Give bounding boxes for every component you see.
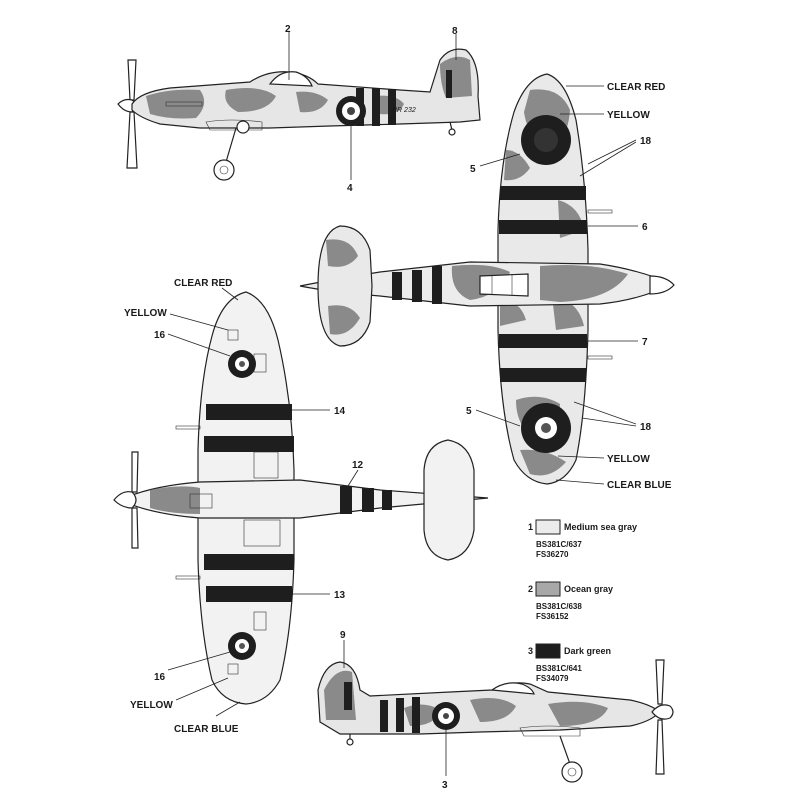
legend-color-name: Medium sea gray	[564, 522, 637, 532]
callout-16-bottom: 16	[154, 672, 166, 683]
label-yellow-top: YELLOW	[607, 110, 650, 121]
tailplane-bottom-plan	[423, 439, 475, 561]
legend-fs-code: FS36270	[536, 550, 569, 559]
propeller-bottom-side	[651, 659, 674, 775]
callout-2: 2	[285, 24, 291, 35]
side-view-top: RR 232 2 8 4	[117, 24, 481, 194]
serial-number: RR 232	[392, 107, 416, 114]
legend-swatch	[535, 643, 561, 659]
callout-12: 12	[352, 460, 364, 471]
legend-swatch	[535, 519, 561, 535]
legend-number: 3	[528, 646, 533, 656]
legend-fs-code: FS34079	[536, 674, 569, 683]
fuselage-bottom-side	[317, 661, 661, 735]
callout-18-top: 18	[640, 136, 652, 147]
callout-7: 7	[642, 337, 648, 348]
callout-4: 4	[347, 183, 353, 194]
callout-14: 14	[334, 406, 346, 417]
legend-color-name: Dark green	[564, 646, 611, 656]
label-yellow-bottom-top: YELLOW	[124, 308, 167, 319]
top-plan-view: CLEAR RED YELLOW 18 5 6 7 5 18 YELLOW CL…	[299, 73, 675, 491]
legend-bs-code: BS381C/637	[536, 540, 582, 549]
label-clear-blue-top-view: CLEAR BLUE	[607, 480, 672, 491]
callout-8: 8	[452, 26, 458, 37]
label-clear-blue-bottom-view: CLEAR BLUE	[174, 724, 239, 735]
label-yellow-bottom-top-view: YELLOW	[607, 454, 650, 465]
callout-16-top: 16	[154, 330, 166, 341]
legend-swatch	[535, 581, 561, 597]
callout-9: 9	[340, 630, 346, 641]
callout-6: 6	[642, 222, 648, 233]
legend-fs-code: FS36152	[536, 612, 569, 621]
callout-5-top: 5	[470, 164, 476, 175]
callout-5-bottom: 5	[466, 406, 472, 417]
legend-bs-code: BS381C/641	[536, 664, 582, 673]
label-yellow-bottom-view: YELLOW	[130, 700, 173, 711]
label-clear-red-top: CLEAR RED	[607, 82, 665, 93]
propeller-bottom-plan	[113, 451, 139, 549]
callout-13: 13	[334, 590, 346, 601]
legend-number: 2	[528, 584, 533, 594]
bottom-plan-view: CLEAR RED YELLOW 16 14 12 13 16 YELLOW C…	[113, 278, 489, 735]
callout-3: 3	[442, 780, 448, 791]
side-view-bottom: 9 3	[317, 630, 674, 791]
fuselage-bottom-plan	[118, 479, 489, 519]
legend-bs-code: BS381C/638	[536, 602, 582, 611]
callout-18-bottom: 18	[640, 422, 652, 433]
propeller-top	[117, 59, 138, 169]
legend-number: 1	[528, 522, 533, 532]
legend-color-name: Ocean gray	[564, 584, 613, 594]
label-clear-red-bottom: CLEAR RED	[174, 278, 232, 289]
